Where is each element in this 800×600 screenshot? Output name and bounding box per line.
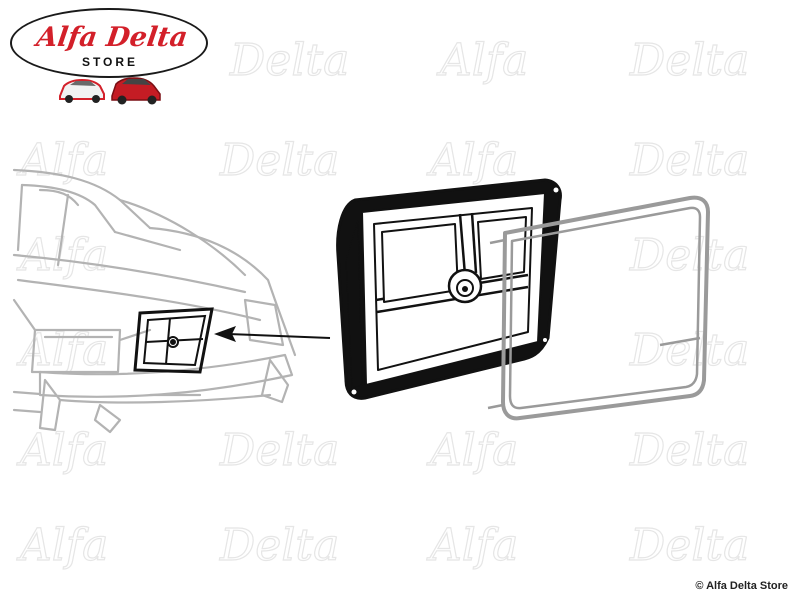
logo-oval: [10, 8, 208, 78]
logo-brand-text: Alfa Delta: [34, 22, 190, 53]
arrow-icon: [214, 326, 331, 342]
logo-cars-icon: [59, 77, 161, 105]
frame-gasket: [487, 195, 710, 421]
logo-subtitle: STORE: [81, 55, 139, 69]
copyright-text: © Alfa Delta Store: [695, 580, 788, 592]
installed-part-small: [133, 307, 214, 374]
license-light-frame: [336, 178, 562, 400]
brand-logo: Alfa Delta STORE: [10, 8, 210, 106]
car-rear-outline: [12, 168, 297, 434]
